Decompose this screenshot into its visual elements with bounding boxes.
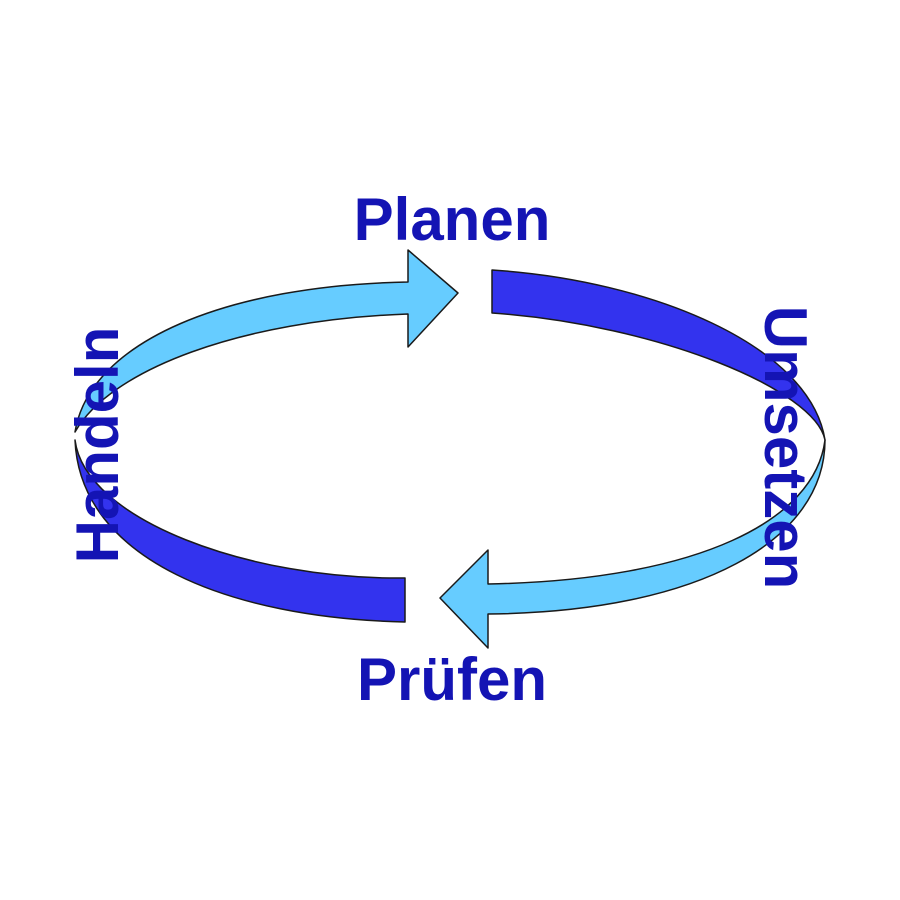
label-umsetzen: Umsetzen [752,306,819,589]
label-pruefen: Prüfen [357,646,547,713]
arrow-upper-left [74,249,459,433]
label-handeln-text: Handeln [64,327,131,564]
arrow-lower-right [439,439,826,649]
label-planen: Planen [354,186,551,253]
label-handeln: Handeln [64,327,131,564]
label-umsetzen-text: Umsetzen [752,306,819,589]
band-lower-left [74,439,406,623]
